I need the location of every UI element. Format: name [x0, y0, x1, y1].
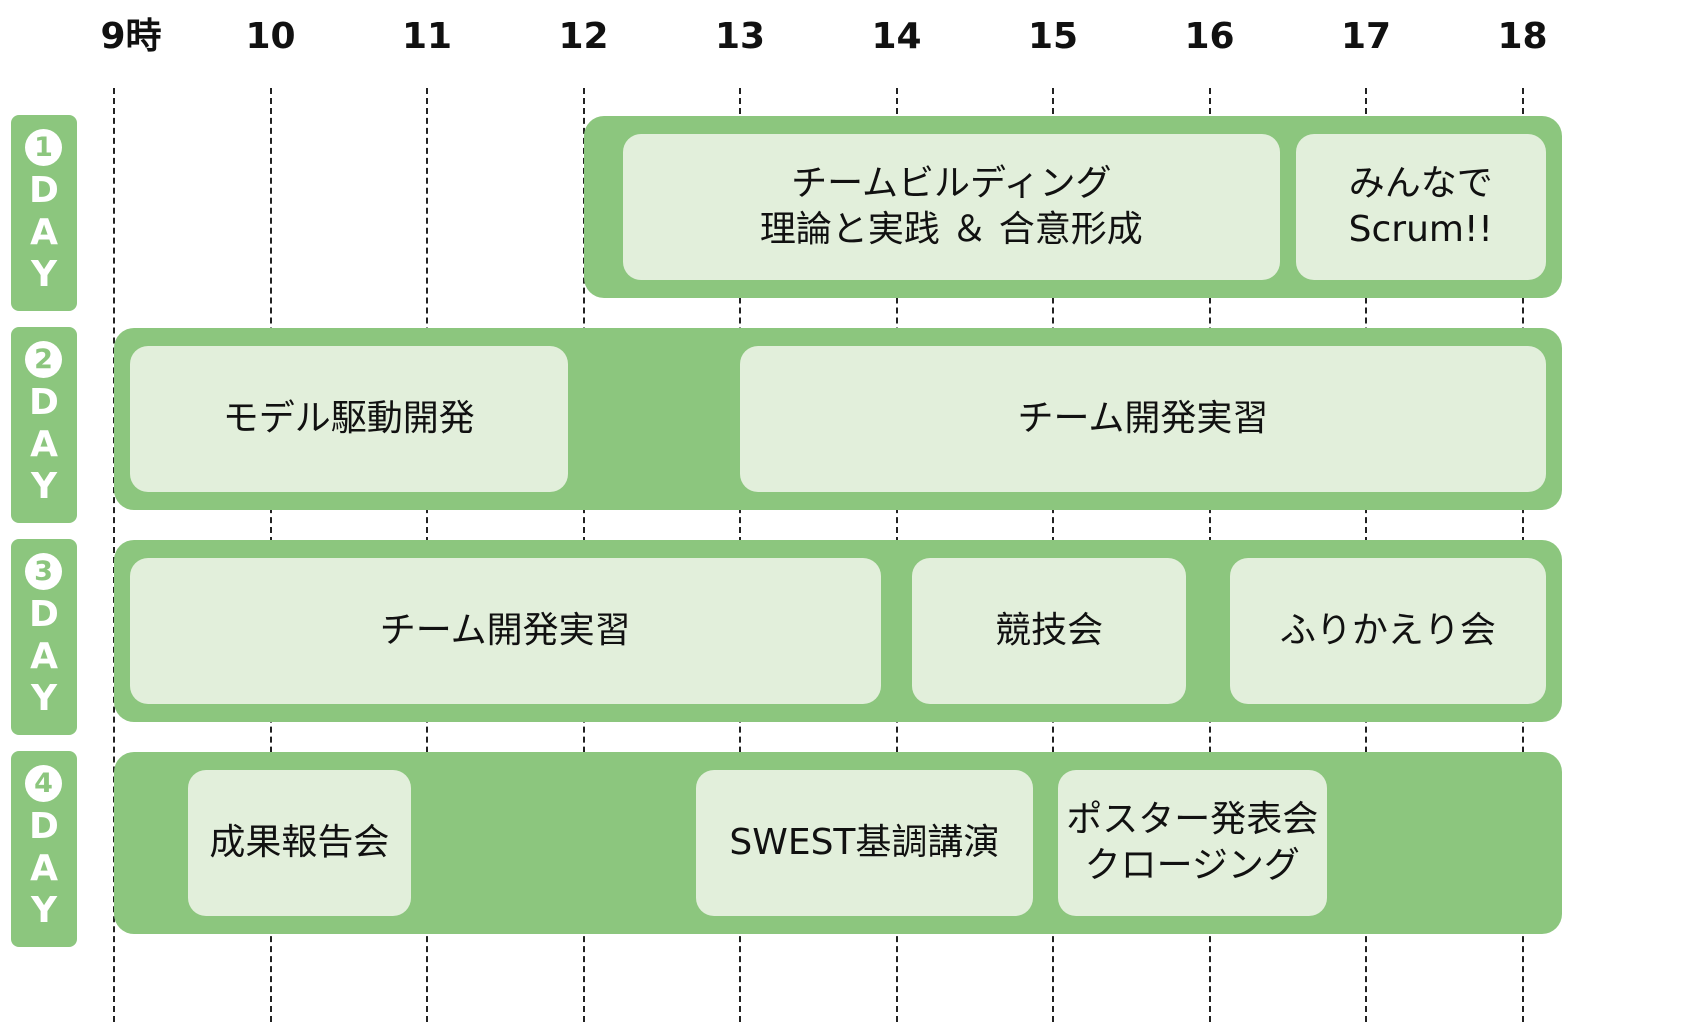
session-title: Scrum!! — [1348, 209, 1493, 250]
session-title: チーム開発実習 — [1017, 398, 1269, 439]
day-badge-letter: D — [29, 170, 59, 211]
day-badge-letter: D — [29, 806, 59, 847]
session-title: クロージング — [1084, 845, 1300, 886]
session-block: チーム開発実習 — [740, 346, 1546, 492]
session-block: チームビルディング理論と実践 ＆ 合意形成 — [622, 134, 1280, 280]
session-title: ふりかえり会 — [1279, 610, 1496, 651]
session-block: SWEST基調講演 — [696, 770, 1033, 916]
hour-label: 18 — [1497, 16, 1548, 57]
day-badge-letter: A — [30, 212, 58, 253]
session-block: チーム開発実習 — [129, 558, 881, 704]
session-block: ふりかえり会 — [1229, 558, 1546, 704]
session-block: 競技会 — [912, 558, 1187, 704]
day-badge-letter: A — [30, 424, 58, 465]
hour-label: 13 — [714, 16, 766, 57]
hour-label: 10 — [245, 16, 296, 57]
day-badge-letter: A — [30, 848, 58, 889]
hour-label: 15 — [1027, 16, 1079, 57]
session-title: 競技会 — [995, 610, 1104, 651]
session-title: 成果報告会 — [209, 822, 390, 863]
day-badge-letter: A — [30, 636, 58, 677]
session-block: 成果報告会 — [187, 770, 412, 916]
hour-label: 9時 — [100, 16, 162, 57]
session-title: みんなで — [1348, 163, 1493, 204]
session-block: ポスター発表会クロージング — [1057, 770, 1327, 916]
day-number-icon: 1 — [25, 129, 62, 166]
session-title: モデル駆動開発 — [222, 398, 475, 439]
session-title: SWEST基調講演 — [729, 822, 1000, 863]
day-badge-letter: D — [29, 382, 59, 423]
session-title: 理論と実践 ＆ 合意形成 — [759, 209, 1143, 250]
hour-label: 14 — [871, 16, 922, 57]
session-title: チームビルディング — [791, 163, 1112, 204]
day-number-icon: 4 — [25, 765, 62, 802]
session-title: ポスター発表会 — [1066, 799, 1319, 840]
hour-label: 12 — [558, 16, 609, 57]
session-block: モデル駆動開発 — [129, 346, 568, 492]
day-badge-letter: Y — [30, 254, 58, 295]
day-badge-letter: Y — [30, 890, 58, 931]
session-title: チーム開発実習 — [379, 610, 631, 651]
hour-label: 16 — [1184, 16, 1235, 57]
day-badge-letter: D — [29, 594, 59, 635]
session-block: みんなで Scrum!! — [1295, 134, 1546, 280]
hour-label: 11 — [401, 16, 453, 57]
day-number-icon: 3 — [25, 553, 62, 590]
hour-label: 17 — [1340, 16, 1392, 57]
day-badge-letter: Y — [30, 678, 58, 719]
day-badge-letter: Y — [30, 466, 58, 507]
day-number-icon: 2 — [25, 341, 62, 378]
